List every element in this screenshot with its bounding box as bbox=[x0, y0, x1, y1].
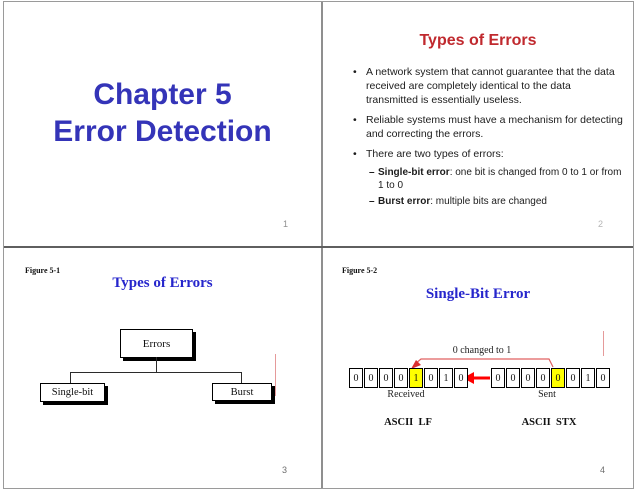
ascii-label-sent: ASCII STX bbox=[521, 417, 577, 428]
bullet-text: Reliable systems must have a mechanism f… bbox=[366, 114, 623, 140]
figure-label: Figure 5-2 bbox=[342, 266, 378, 275]
slide-number: 2 bbox=[597, 219, 603, 229]
slide-2-types-of-errors: Types of Errors • A network system that … bbox=[323, 2, 633, 246]
bullet-marker: • bbox=[353, 148, 357, 160]
slide-title: Types of Errors bbox=[419, 32, 537, 49]
bit-cell: 0 bbox=[566, 368, 580, 388]
sub-bullet-item: – Single-bit error: one bit is changed f… bbox=[369, 167, 623, 192]
bullet-marker: • bbox=[353, 114, 357, 126]
register-label-received: Received bbox=[387, 389, 425, 400]
bullet-item: • A network system that cannot guarantee… bbox=[353, 65, 623, 107]
bullet-marker: • bbox=[353, 66, 357, 78]
bullet-list: • A network system that cannot guarantee… bbox=[353, 65, 623, 213]
bit-cell: 0 bbox=[521, 368, 535, 388]
sub-bullet-rest: : one bit is changed from 0 to 1 or from… bbox=[378, 167, 622, 191]
tree-node-label: Errors bbox=[142, 337, 171, 350]
bit-cell: 0 bbox=[536, 368, 550, 388]
connector-root-stem bbox=[156, 357, 157, 373]
bit-cell: 0 bbox=[364, 368, 378, 388]
bullet-text: There are two types of errors: bbox=[366, 148, 504, 160]
bit-cell: 0 bbox=[379, 368, 393, 388]
slide-4-figure-5-2: Figure 5-2 Single-Bit Error 0 changed to… bbox=[323, 248, 633, 488]
tree-node-single-bit: Single-bit bbox=[40, 383, 105, 402]
sub-bullet-item: – Burst error: multiple bits are changed bbox=[369, 196, 623, 209]
change-annotation: 0 changed to 1 bbox=[452, 345, 512, 356]
tree-node-label: Single-bit bbox=[51, 387, 94, 398]
connector-right-stem bbox=[241, 372, 242, 383]
slide-1-title-slide: Chapter 5 Error Detection 1 bbox=[4, 2, 321, 246]
bit-cell: 0 bbox=[596, 368, 610, 388]
slide-number: 3 bbox=[281, 465, 287, 475]
red-pen-mark bbox=[603, 331, 604, 356]
horizontal-divider bbox=[4, 246, 633, 248]
transmission-arrowhead bbox=[463, 372, 474, 384]
sub-bullet-term: Single-bit error bbox=[378, 167, 450, 178]
bit-cell: 0 bbox=[506, 368, 520, 388]
connector-left-stem bbox=[70, 372, 71, 383]
bit-cell: 1 bbox=[439, 368, 453, 388]
figure-label: Figure 5-1 bbox=[25, 266, 61, 275]
sub-bullet-rest: : multiple bits are changed bbox=[430, 196, 547, 207]
chapter-title: Chapter 5 Error Detection bbox=[4, 76, 321, 150]
slide-number: 1 bbox=[282, 219, 288, 229]
bit-cell: 0 bbox=[491, 368, 505, 388]
sub-bullet-text: Burst error: multiple bits are changed bbox=[378, 196, 547, 209]
chapter-title-line2: Error Detection bbox=[53, 115, 272, 148]
dash-marker: – bbox=[369, 196, 375, 207]
thin-change-arrowhead bbox=[411, 360, 421, 369]
bit-cell: 0 bbox=[551, 368, 565, 388]
bullet-text: A network system that cannot guarantee t… bbox=[366, 66, 615, 106]
bit-cell: 0 bbox=[454, 368, 468, 388]
thin-change-arrow-line bbox=[414, 358, 554, 368]
bit-cell: 1 bbox=[581, 368, 595, 388]
chapter-title-line1: Chapter 5 bbox=[93, 78, 232, 111]
slide-3-figure-5-1: Figure 5-1 Types of Errors Errors Single… bbox=[4, 248, 321, 488]
tree-node-label: Burst bbox=[230, 386, 254, 398]
bullet-item: • There are two types of errors: bbox=[353, 147, 623, 161]
figure-title: Types of Errors bbox=[112, 275, 213, 291]
slide-number: 4 bbox=[599, 465, 605, 475]
tree-node-burst: Burst bbox=[212, 383, 272, 401]
handout-page: Chapter 5 Error Detection 1 Types of Err… bbox=[3, 1, 634, 489]
tree-node-errors: Errors bbox=[120, 329, 193, 358]
connector-horizontal bbox=[70, 372, 242, 373]
dash-marker: – bbox=[369, 167, 375, 178]
vertical-divider bbox=[321, 2, 323, 488]
bit-cell: 0 bbox=[424, 368, 438, 388]
ascii-label-received: ASCII LF bbox=[384, 417, 432, 428]
register-label-sent: Sent bbox=[538, 389, 556, 400]
bit-cell: 0 bbox=[349, 368, 363, 388]
bit-cell: 0 bbox=[394, 368, 408, 388]
red-pen-mark bbox=[275, 354, 276, 396]
bullet-item: • Reliable systems must have a mechanism… bbox=[353, 113, 623, 141]
error-arrows-overlay bbox=[411, 358, 554, 384]
sub-bullet-term: Burst error bbox=[378, 196, 431, 207]
bit-cell: 1 bbox=[409, 368, 423, 388]
sub-bullet-text: Single-bit error: one bit is changed fro… bbox=[378, 167, 623, 192]
figure-title: Single-Bit Error bbox=[425, 286, 531, 302]
